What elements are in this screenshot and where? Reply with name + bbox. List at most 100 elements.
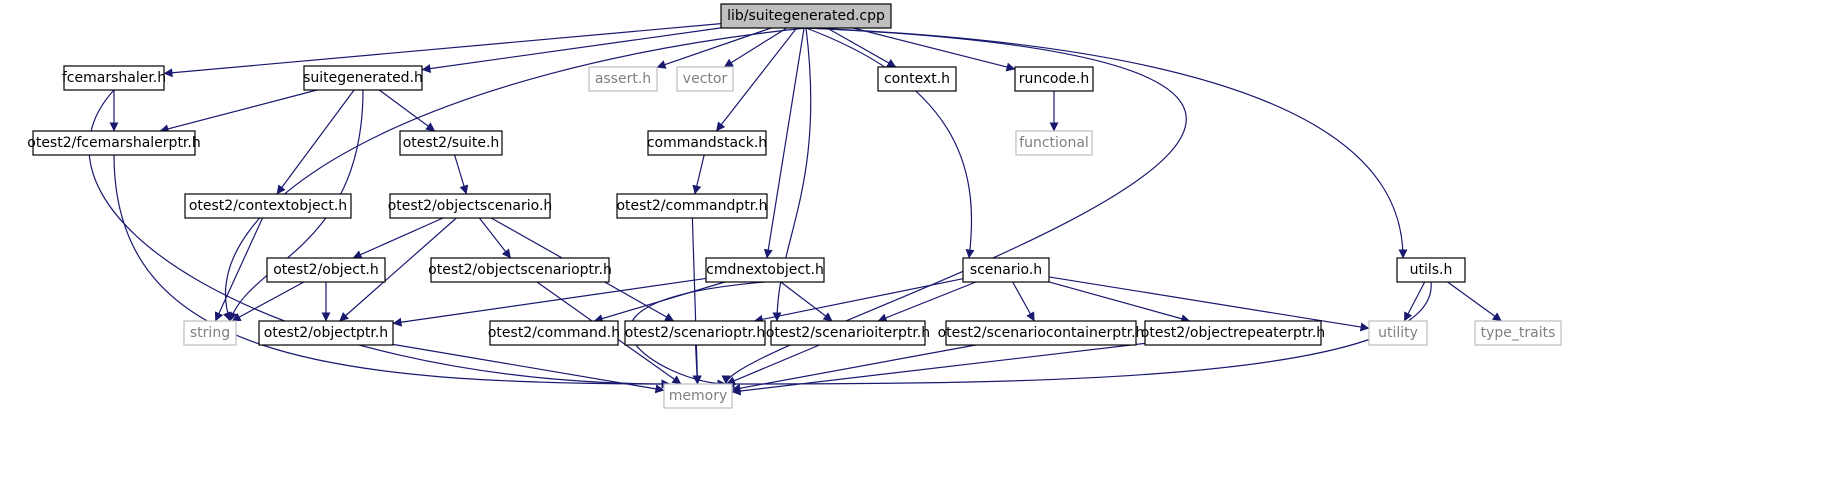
node-box	[962, 257, 1050, 283]
node-otest2-objectrepeaterptr-h[interactable]: otest2/objectrepeaterptr.h	[1141, 320, 1325, 346]
node-box	[32, 130, 196, 156]
edge-scenario-h-to-utility	[1048, 276, 1370, 332]
edge-root-to-fcemarshaler-h	[163, 23, 722, 78]
node-label: otest2/command.h	[488, 325, 620, 341]
edge-otest2-objectscenario-h-to-otest2-objectptr-h	[339, 217, 457, 322]
edge-otest2-scenarioptr-h-to-memory	[692, 344, 702, 385]
edge-otest2-contextobject-h-to-string	[214, 217, 264, 322]
node-box	[616, 193, 768, 219]
node-type-traits: type_traits	[1474, 320, 1562, 346]
node-label: otest2/suite.h	[403, 135, 500, 151]
node-otest2-commandptr-h[interactable]: otest2/commandptr.h	[616, 193, 768, 219]
node-label: otest2/scenarioiterptr.h	[766, 325, 930, 341]
node-box	[1368, 320, 1428, 346]
node-box	[705, 257, 825, 283]
node-box	[184, 193, 352, 219]
node-otest2-fcemarshalerptr-h[interactable]: otest2/fcemarshalerptr.h	[27, 130, 201, 156]
node-label: otest2/objectrepeaterptr.h	[1141, 325, 1325, 341]
node-label: lib/suitegenerated.cpp	[727, 8, 885, 24]
node-otest2-objectscenario-h[interactable]: otest2/objectscenario.h	[388, 193, 553, 219]
node-string: string	[183, 320, 237, 346]
node-label: scenario.h	[970, 262, 1042, 278]
node-memory: memory	[663, 383, 733, 409]
node-suitegenerated-h[interactable]: suitegenerated.h	[303, 65, 423, 91]
node-otest2-suite-h[interactable]: otest2/suite.h	[399, 130, 503, 156]
node-label: functional	[1019, 135, 1089, 151]
node-label: otest2/scenariocontainerptr.h	[938, 325, 1145, 341]
edge-root-to-context-h	[826, 27, 897, 68]
edge-otest2-objectptr-h-to-memory	[392, 343, 665, 394]
node-label: string	[190, 325, 230, 341]
edge-root-to-scenario-h	[805, 27, 975, 259]
node-box	[663, 383, 733, 409]
edge-root-to-vector	[723, 27, 788, 68]
edge-suitegenerated-h-to-otest2-fcemarshalerptr-h	[159, 89, 318, 134]
node-box	[1015, 130, 1093, 156]
node-root[interactable]: lib/suitegenerated.cpp	[720, 3, 892, 29]
edge-cmdnextobject-h-to-otest2-objectptr-h	[392, 277, 707, 327]
node-scenario-h[interactable]: scenario.h	[962, 257, 1050, 283]
edge-utils-h-to-memory	[725, 281, 1432, 389]
edge-otest2-scenariocontainerptr-h-to-memory	[731, 344, 976, 393]
edge-root-to-runcode-h	[853, 27, 1016, 72]
edge-utils-h-to-type-traits	[1447, 281, 1502, 322]
node-utils-h[interactable]: utils.h	[1396, 257, 1466, 283]
node-runcode-h[interactable]: runcode.h	[1014, 66, 1094, 92]
node-label: otest2/objectscenario.h	[388, 198, 553, 214]
node-label: otest2/scenarioptr.h	[625, 325, 766, 341]
nodes-layer: lib/suitegenerated.cpp fcemarshaler.h suit…	[27, 3, 1562, 409]
node-otest2-command-h[interactable]: otest2/command.h	[488, 320, 620, 346]
node-utility: utility	[1368, 320, 1428, 346]
node-label: otest2/objectscenarioptr.h	[428, 262, 612, 278]
node-otest2-object-h[interactable]: otest2/object.h	[266, 257, 386, 283]
edge-utils-h-to-utility	[1403, 281, 1426, 322]
node-box	[647, 130, 767, 156]
node-box	[389, 193, 551, 219]
node-box	[877, 66, 957, 92]
node-label: context.h	[884, 71, 950, 87]
node-box	[770, 320, 926, 346]
edge-otest2-scenarioiterptr-h-to-memory	[726, 344, 820, 385]
node-label: suitegenerated.h	[303, 70, 423, 86]
node-otest2-scenarioptr-h[interactable]: otest2/scenarioptr.h	[624, 320, 766, 346]
node-otest2-scenarioiterptr-h[interactable]: otest2/scenarioiterptr.h	[766, 320, 930, 346]
node-otest2-scenariocontainerptr-h[interactable]: otest2/scenariocontainerptr.h	[938, 320, 1145, 346]
edge-root-to-memory	[721, 27, 1187, 385]
edge-suitegenerated-h-to-otest2-suite-h	[378, 89, 436, 132]
node-fcemarshaler-h[interactable]: fcemarshaler.h	[62, 65, 166, 91]
node-box	[258, 320, 394, 346]
edge-otest2-objectrepeaterptr-h-to-memory	[731, 342, 1146, 396]
node-otest2-objectscenarioptr-h[interactable]: otest2/objectscenarioptr.h	[428, 257, 612, 283]
node-cmdnextobject-h[interactable]: cmdnextobject.h	[705, 257, 825, 283]
node-box	[1014, 66, 1094, 92]
edge-root-to-commandstack-h	[715, 27, 798, 132]
node-functional: functional	[1015, 130, 1093, 156]
node-label: otest2/objectptr.h	[264, 325, 388, 341]
edge-otest2-object-h-to-string	[231, 281, 305, 322]
edge-commandstack-h-to-otest2-commandptr-h	[692, 154, 705, 195]
node-commandstack-h[interactable]: commandstack.h	[647, 130, 767, 156]
edge-scenario-h-to-otest2-objectrepeaterptr-h	[1048, 281, 1191, 324]
node-box	[63, 65, 165, 91]
node-assert-h: assert.h	[588, 66, 658, 92]
edge-scenario-h-to-otest2-scenariocontainerptr-h	[1012, 281, 1035, 322]
node-label: otest2/object.h	[273, 262, 379, 278]
node-box	[1144, 320, 1322, 346]
node-box	[1474, 320, 1562, 346]
node-label: commandstack.h	[647, 135, 767, 151]
edge-root-to-string	[223, 27, 807, 322]
node-label: otest2/commandptr.h	[616, 198, 767, 214]
node-vector: vector	[676, 66, 734, 92]
node-box	[1396, 257, 1466, 283]
node-label: cmdnextobject.h	[706, 262, 824, 278]
node-box	[303, 65, 423, 91]
node-box	[430, 257, 610, 283]
edge-otest2-commandptr-h-to-memory	[691, 217, 702, 385]
node-context-h[interactable]: context.h	[877, 66, 957, 92]
edge-scenario-h-to-otest2-scenarioptr-h	[753, 278, 964, 324]
node-label: otest2/fcemarshalerptr.h	[27, 135, 200, 151]
node-otest2-contextobject-h[interactable]: otest2/contextobject.h	[184, 193, 352, 219]
node-otest2-objectptr-h[interactable]: otest2/objectptr.h	[258, 320, 394, 346]
edge-otest2-objectscenario-h-to-otest2-objectscenarioptr-h	[478, 217, 512, 259]
